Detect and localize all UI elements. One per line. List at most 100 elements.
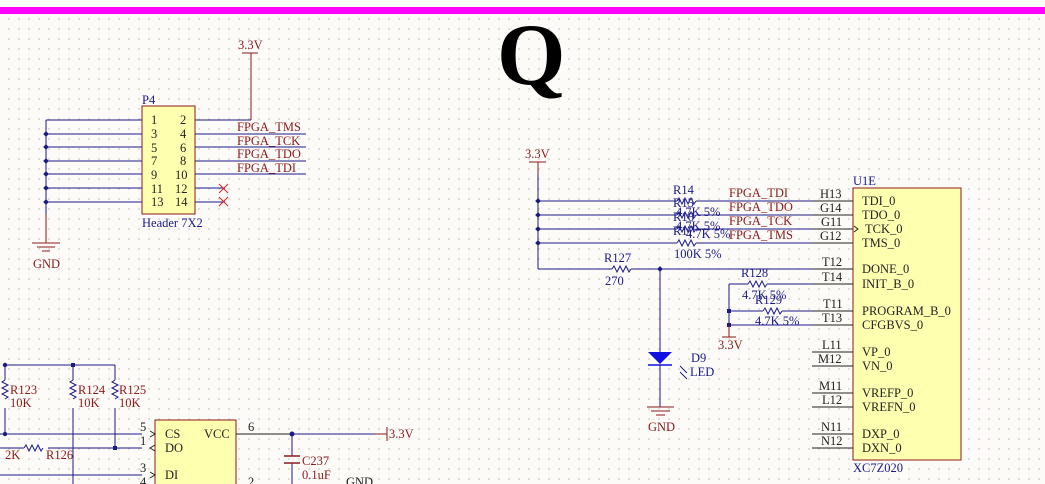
config-resistors[interactable]: 3.3V R128 4.7K 5% R129 4.7K 5% <box>718 266 820 352</box>
gnd-label: GND <box>648 420 675 434</box>
net-label-fpga-tms: FPGA_TMS <box>237 120 301 134</box>
pin-number: 2 <box>180 113 186 127</box>
pin-name: VCC <box>204 427 230 441</box>
r127-value: 270 <box>605 274 624 288</box>
pin-number: T11 <box>823 297 843 311</box>
pin-number: T13 <box>822 311 842 325</box>
pin-number: G12 <box>820 229 842 243</box>
pin-name: VP_0 <box>862 345 890 359</box>
pin-number: 1 <box>151 113 157 127</box>
pin-number: M12 <box>818 352 842 366</box>
net-label-fpga-tdi: FPGA_TDI <box>237 161 296 175</box>
pin-number: G11 <box>821 215 842 229</box>
flash-ic-body <box>154 419 237 484</box>
pin-name: TDI_0 <box>862 194 895 208</box>
p4-comment: Header 7X2 <box>142 216 203 230</box>
pin-name: CFGBVS_0 <box>862 318 923 332</box>
c237-designator: C237 <box>302 454 329 468</box>
resistor-value: 4.7K 5% <box>686 227 730 241</box>
net-label-fpga-tms: FPGA_TMS <box>729 228 793 242</box>
pin-number: 9 <box>151 168 157 182</box>
pin-number: 8 <box>180 154 186 168</box>
pin-number: M11 <box>819 379 842 393</box>
pin-name: PROGRAM_B_0 <box>862 304 951 318</box>
pin-name: INIT_B_0 <box>862 277 914 291</box>
pin-number: 5 <box>151 141 157 155</box>
r129-designator: R129 <box>755 293 782 307</box>
pin-number: G14 <box>820 201 842 215</box>
pin-number: 7 <box>151 154 157 168</box>
r124-value: 10K <box>78 396 100 410</box>
power-port-3v3-jtag: 3.3V <box>525 147 550 175</box>
pin-number: 11 <box>151 182 163 196</box>
sheet-title-letter: Q <box>497 7 566 104</box>
resistor-designator: R15 <box>673 196 694 210</box>
gnd-bus-wires <box>45 119 142 215</box>
r127-designator: R127 <box>604 251 631 265</box>
r126-value: 2K <box>5 448 20 462</box>
pin-number: N11 <box>821 420 842 434</box>
net-label-fpga-tdo: FPGA_TDO <box>237 147 301 161</box>
resistor-designator: R16 <box>673 210 694 224</box>
r125-value: 10K <box>119 396 141 410</box>
pin-number: 6 <box>248 420 254 434</box>
pin-name: TDO_0 <box>862 208 900 222</box>
net-label-fpga-tck: FPGA_TCK <box>237 134 300 148</box>
pin-number: N12 <box>821 434 843 448</box>
led-d9[interactable]: D9 LED GND <box>647 269 714 434</box>
u1e-designator: U1E <box>853 174 876 188</box>
no-connect-marks <box>218 183 229 207</box>
net-label-fpga-tdo: FPGA_TDO <box>729 200 793 214</box>
pin-number: 3 <box>140 461 146 475</box>
r123-value: 10K <box>10 396 32 410</box>
power-label: 3.3V <box>718 338 743 352</box>
pin-number: H13 <box>820 187 842 201</box>
net-label-fpga-tdi: FPGA_TDI <box>729 186 788 200</box>
pin-name: DI <box>165 468 178 482</box>
pin-number: 12 <box>175 182 188 196</box>
header-p4[interactable]: 3.3V P4 Header 7X2 1 3 5 7 9 11 13 2 4 6… <box>32 38 306 271</box>
r128-value: 4.7K 5% <box>742 288 786 302</box>
power-label: 3.3V <box>525 147 550 161</box>
power-label: 3.3V <box>238 38 263 52</box>
gnd-label: GND <box>33 257 60 271</box>
pin-name: DXP_0 <box>862 427 900 441</box>
r123-designator: R123 <box>10 383 37 397</box>
pin-number: 2 <box>248 475 254 484</box>
r129-value: 4.7K 5% <box>755 314 799 328</box>
power-port-3v3-p4: 3.3V <box>238 38 263 120</box>
pin-number: L11 <box>822 338 842 352</box>
d9-comment: LED <box>690 365 714 379</box>
spi-flash-block[interactable]: R123 10K R124 10K R125 10K 2K R126 5 1 3… <box>0 362 414 484</box>
c237-value: 0.1uF <box>302 468 331 482</box>
pin-number: 3 <box>151 127 157 141</box>
pin-name: TCK_0 <box>865 222 903 236</box>
pin-number: 4 <box>180 127 187 141</box>
header-body <box>141 105 196 215</box>
net-label-fpga-tck: FPGA_TCK <box>729 214 792 228</box>
power-label: 3.3V <box>389 427 414 441</box>
pin-name: DONE_0 <box>862 262 909 276</box>
pin-number: T12 <box>822 255 842 269</box>
resistor-value: 4.7K 5% <box>676 219 720 233</box>
pin-number: 13 <box>151 195 164 209</box>
r128-designator: R128 <box>741 266 768 280</box>
pin-name: CS <box>165 427 180 441</box>
pin-number: 1 <box>140 434 146 448</box>
pin-number: L12 <box>822 393 842 407</box>
r126-designator: R126 <box>46 448 73 462</box>
resistor-designator: R17 <box>673 224 694 238</box>
gnd-label: GND <box>346 475 373 484</box>
r124-designator: R124 <box>78 383 106 397</box>
d9-designator: D9 <box>691 351 706 365</box>
gnd-symbol: GND <box>32 215 60 271</box>
pin-number: 5 <box>140 420 146 434</box>
ic-u1e[interactable]: U1E XC7Z020 H13 G14 G11 G12 T12 T14 <box>812 174 962 475</box>
pin-number: 4 <box>140 475 147 484</box>
pin-name: VREFN_0 <box>862 400 915 414</box>
resistor-value: 4.7K 5% <box>676 205 720 219</box>
sheet-border-bar <box>0 7 1045 14</box>
jtag-pullup-network[interactable]: 3.3V R14 R15 4.7K 5% R16 4 <box>525 147 820 434</box>
pin-name: VREFP_0 <box>862 386 913 400</box>
